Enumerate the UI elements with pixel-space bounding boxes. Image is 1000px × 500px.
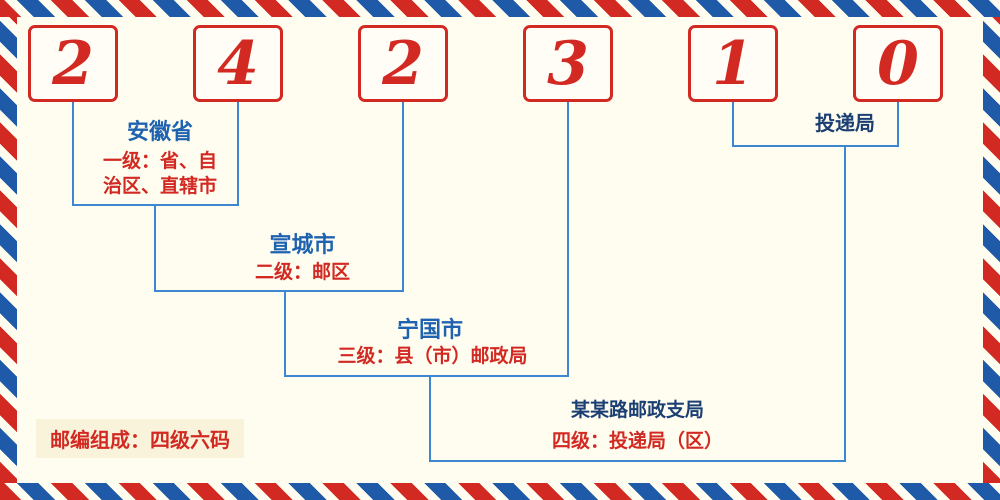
level4-desc: 四级：投递局（区） bbox=[551, 430, 723, 452]
connector-line bbox=[154, 290, 404, 292]
digit-5: 1 bbox=[712, 28, 754, 99]
airmail-border-right bbox=[983, 17, 1000, 483]
digit-2: 4 bbox=[217, 28, 259, 99]
digit-3: 2 bbox=[382, 28, 424, 99]
level2-desc: 二级：邮区 bbox=[254, 261, 350, 283]
airmail-border-top bbox=[0, 0, 1000, 17]
digit-1: 2 bbox=[52, 28, 94, 99]
branch-office-name: 某某路邮政支局 bbox=[570, 399, 704, 421]
province-name: 安徽省 bbox=[126, 120, 193, 145]
footer-note: 邮编组成：四级六码 bbox=[36, 419, 244, 458]
connector-line bbox=[897, 102, 899, 147]
connector-line bbox=[429, 460, 846, 462]
airmail-border-bottom bbox=[0, 483, 1000, 500]
connector-line bbox=[402, 102, 404, 292]
connector-line bbox=[72, 102, 74, 206]
digit-box-3: 2 bbox=[358, 25, 448, 102]
city-name: 宣城市 bbox=[269, 233, 336, 258]
delivery-bureau-label: 投递局 bbox=[815, 111, 875, 135]
digit-box-2: 4 bbox=[193, 25, 283, 102]
connector-line bbox=[567, 102, 569, 377]
digit-box-4: 3 bbox=[523, 25, 613, 102]
digit-box-1: 2 bbox=[28, 25, 118, 102]
connector-line bbox=[732, 145, 899, 147]
digit-box-6: 0 bbox=[853, 25, 943, 102]
level3-desc: 三级：县（市）邮政局 bbox=[337, 345, 528, 367]
connector-line bbox=[844, 145, 846, 462]
connector-line bbox=[154, 204, 156, 292]
digit-6: 0 bbox=[877, 28, 919, 99]
digit-box-5: 1 bbox=[688, 25, 778, 102]
level1-desc-line1: 一级：省、自 bbox=[102, 150, 217, 172]
connector-line bbox=[237, 102, 239, 206]
connector-line bbox=[732, 102, 734, 147]
digit-4: 3 bbox=[547, 28, 589, 99]
level1-desc-line2: 治区、直辖市 bbox=[102, 175, 217, 197]
county-name: 宁国市 bbox=[396, 318, 463, 343]
connector-line bbox=[284, 375, 569, 377]
airmail-border-left bbox=[0, 17, 17, 483]
connector-line bbox=[284, 290, 286, 377]
connector-line bbox=[429, 375, 431, 462]
